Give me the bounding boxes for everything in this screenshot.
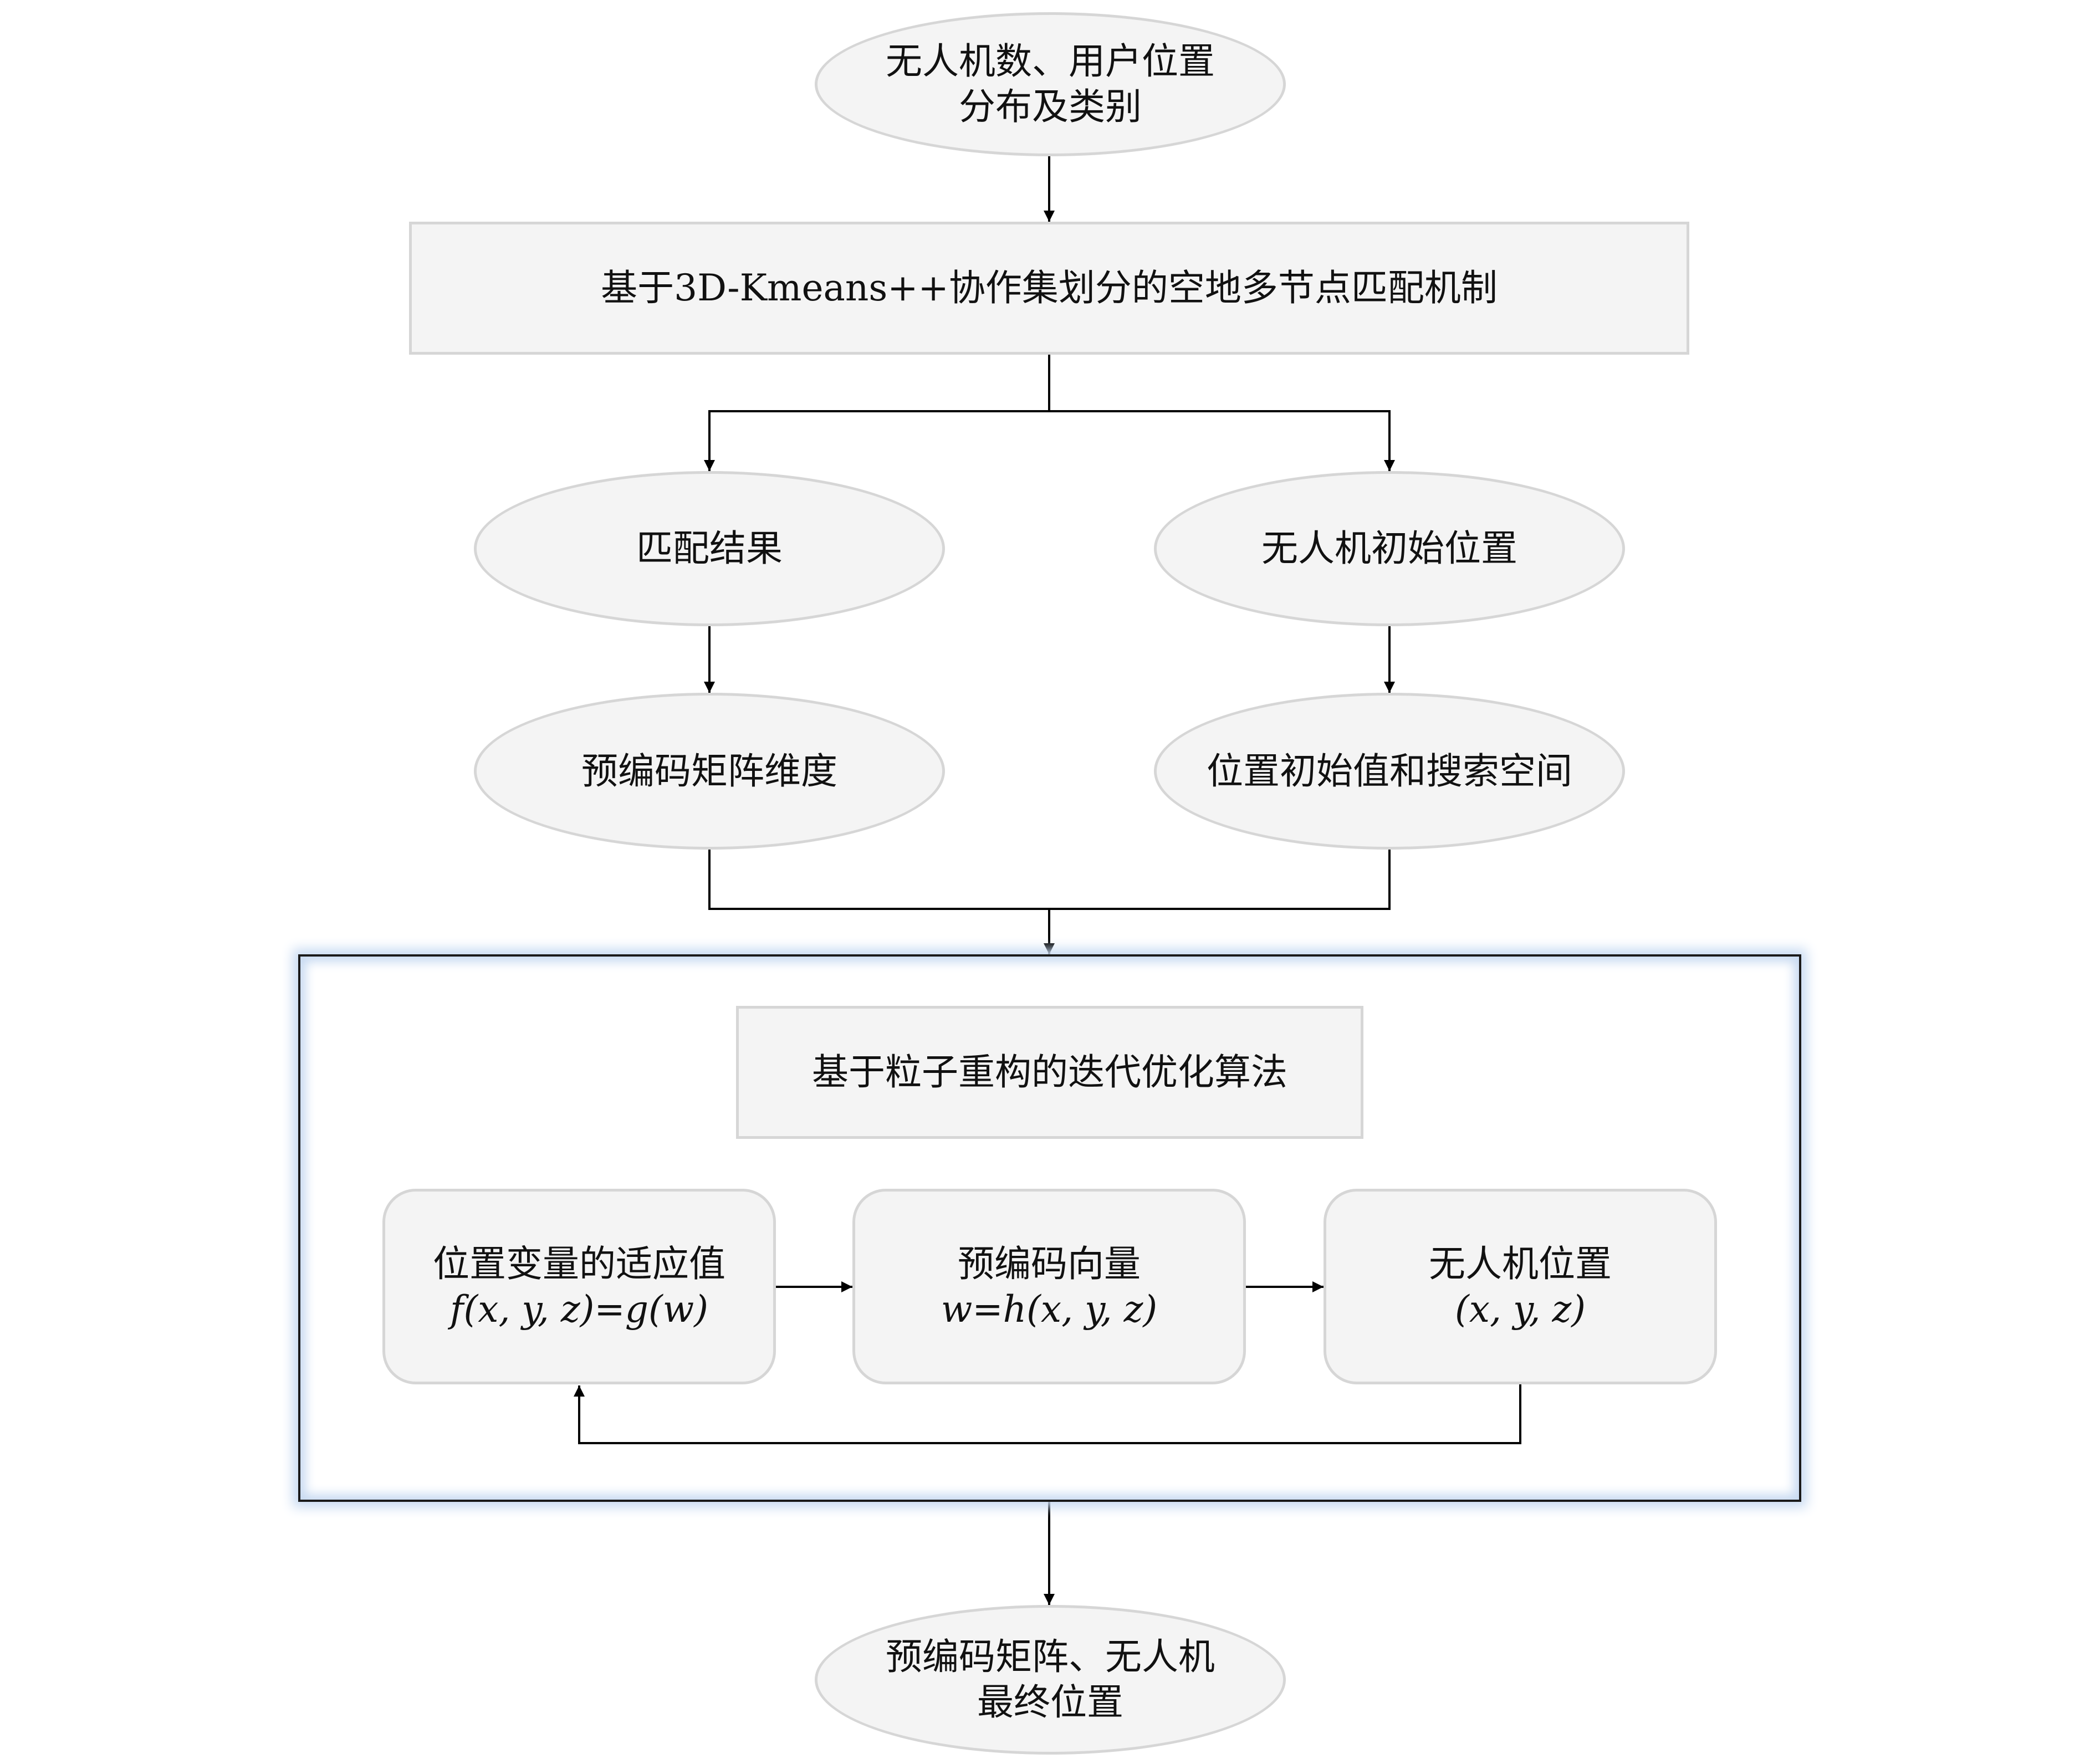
arrow-to-uav-init <box>1049 410 1395 471</box>
match-result-node: 匹配结果 <box>474 471 945 626</box>
uav-position-line1: 无人机位置 <box>1429 1242 1612 1285</box>
input-node-line2: 分布及类别 <box>959 85 1142 128</box>
arrow-to-match-result <box>704 410 1049 471</box>
algorithm-node: 基于粒子重构的迭代优化算法 <box>736 1006 1363 1139</box>
uav-position-formula: (x, y, z) <box>1455 1287 1586 1331</box>
uav-init-node: 无人机初始位置 <box>1154 471 1625 626</box>
input-node: 无人机数、用户位置 分布及类别 <box>815 12 1286 156</box>
optimization-frame <box>298 954 1801 1502</box>
fitness-formula: f(x, y, z)=g(w) <box>450 1287 708 1331</box>
match-result-label: 匹配结果 <box>636 527 783 570</box>
arrow-feedback-loop <box>574 1384 1521 1444</box>
search-space-label: 位置初始值和搜索空间 <box>1207 749 1572 792</box>
search-space-node: 位置初始值和搜索空间 <box>1154 693 1625 850</box>
fitness-node: 位置变量的适应值 f(x, y, z)=g(w) <box>382 1189 776 1384</box>
output-node-line2: 最终位置 <box>977 1681 1123 1724</box>
precoding-dim-node: 预编码矩阵维度 <box>474 693 945 850</box>
input-node-line1: 无人机数、用户位置 <box>886 40 1215 83</box>
precoding-vector-node: 预编码向量 w=h(x, y, z) <box>852 1189 1246 1384</box>
matching-node-label: 基于3D-Kmeans++协作集划分的空地多节点匹配机制 <box>601 267 1498 309</box>
fitness-line1: 位置变量的适应值 <box>433 1242 725 1285</box>
output-node: 预编码矩阵、无人机 最终位置 <box>815 1605 1286 1755</box>
algorithm-label: 基于粒子重构的迭代优化算法 <box>812 1051 1287 1093</box>
output-node-line1: 预编码矩阵、无人机 <box>886 1635 1215 1678</box>
connector-merge <box>708 850 1391 910</box>
precoding-dim-label: 预编码矩阵维度 <box>581 749 837 792</box>
precoding-vector-line1: 预编码向量 <box>958 1242 1141 1285</box>
matching-node: 基于3D-Kmeans++协作集划分的空地多节点匹配机制 <box>409 222 1689 355</box>
precoding-vector-formula: w=h(x, y, z) <box>941 1287 1158 1331</box>
uav-init-label: 无人机初始位置 <box>1261 527 1517 570</box>
uav-position-node: 无人机位置 (x, y, z) <box>1324 1189 1717 1384</box>
